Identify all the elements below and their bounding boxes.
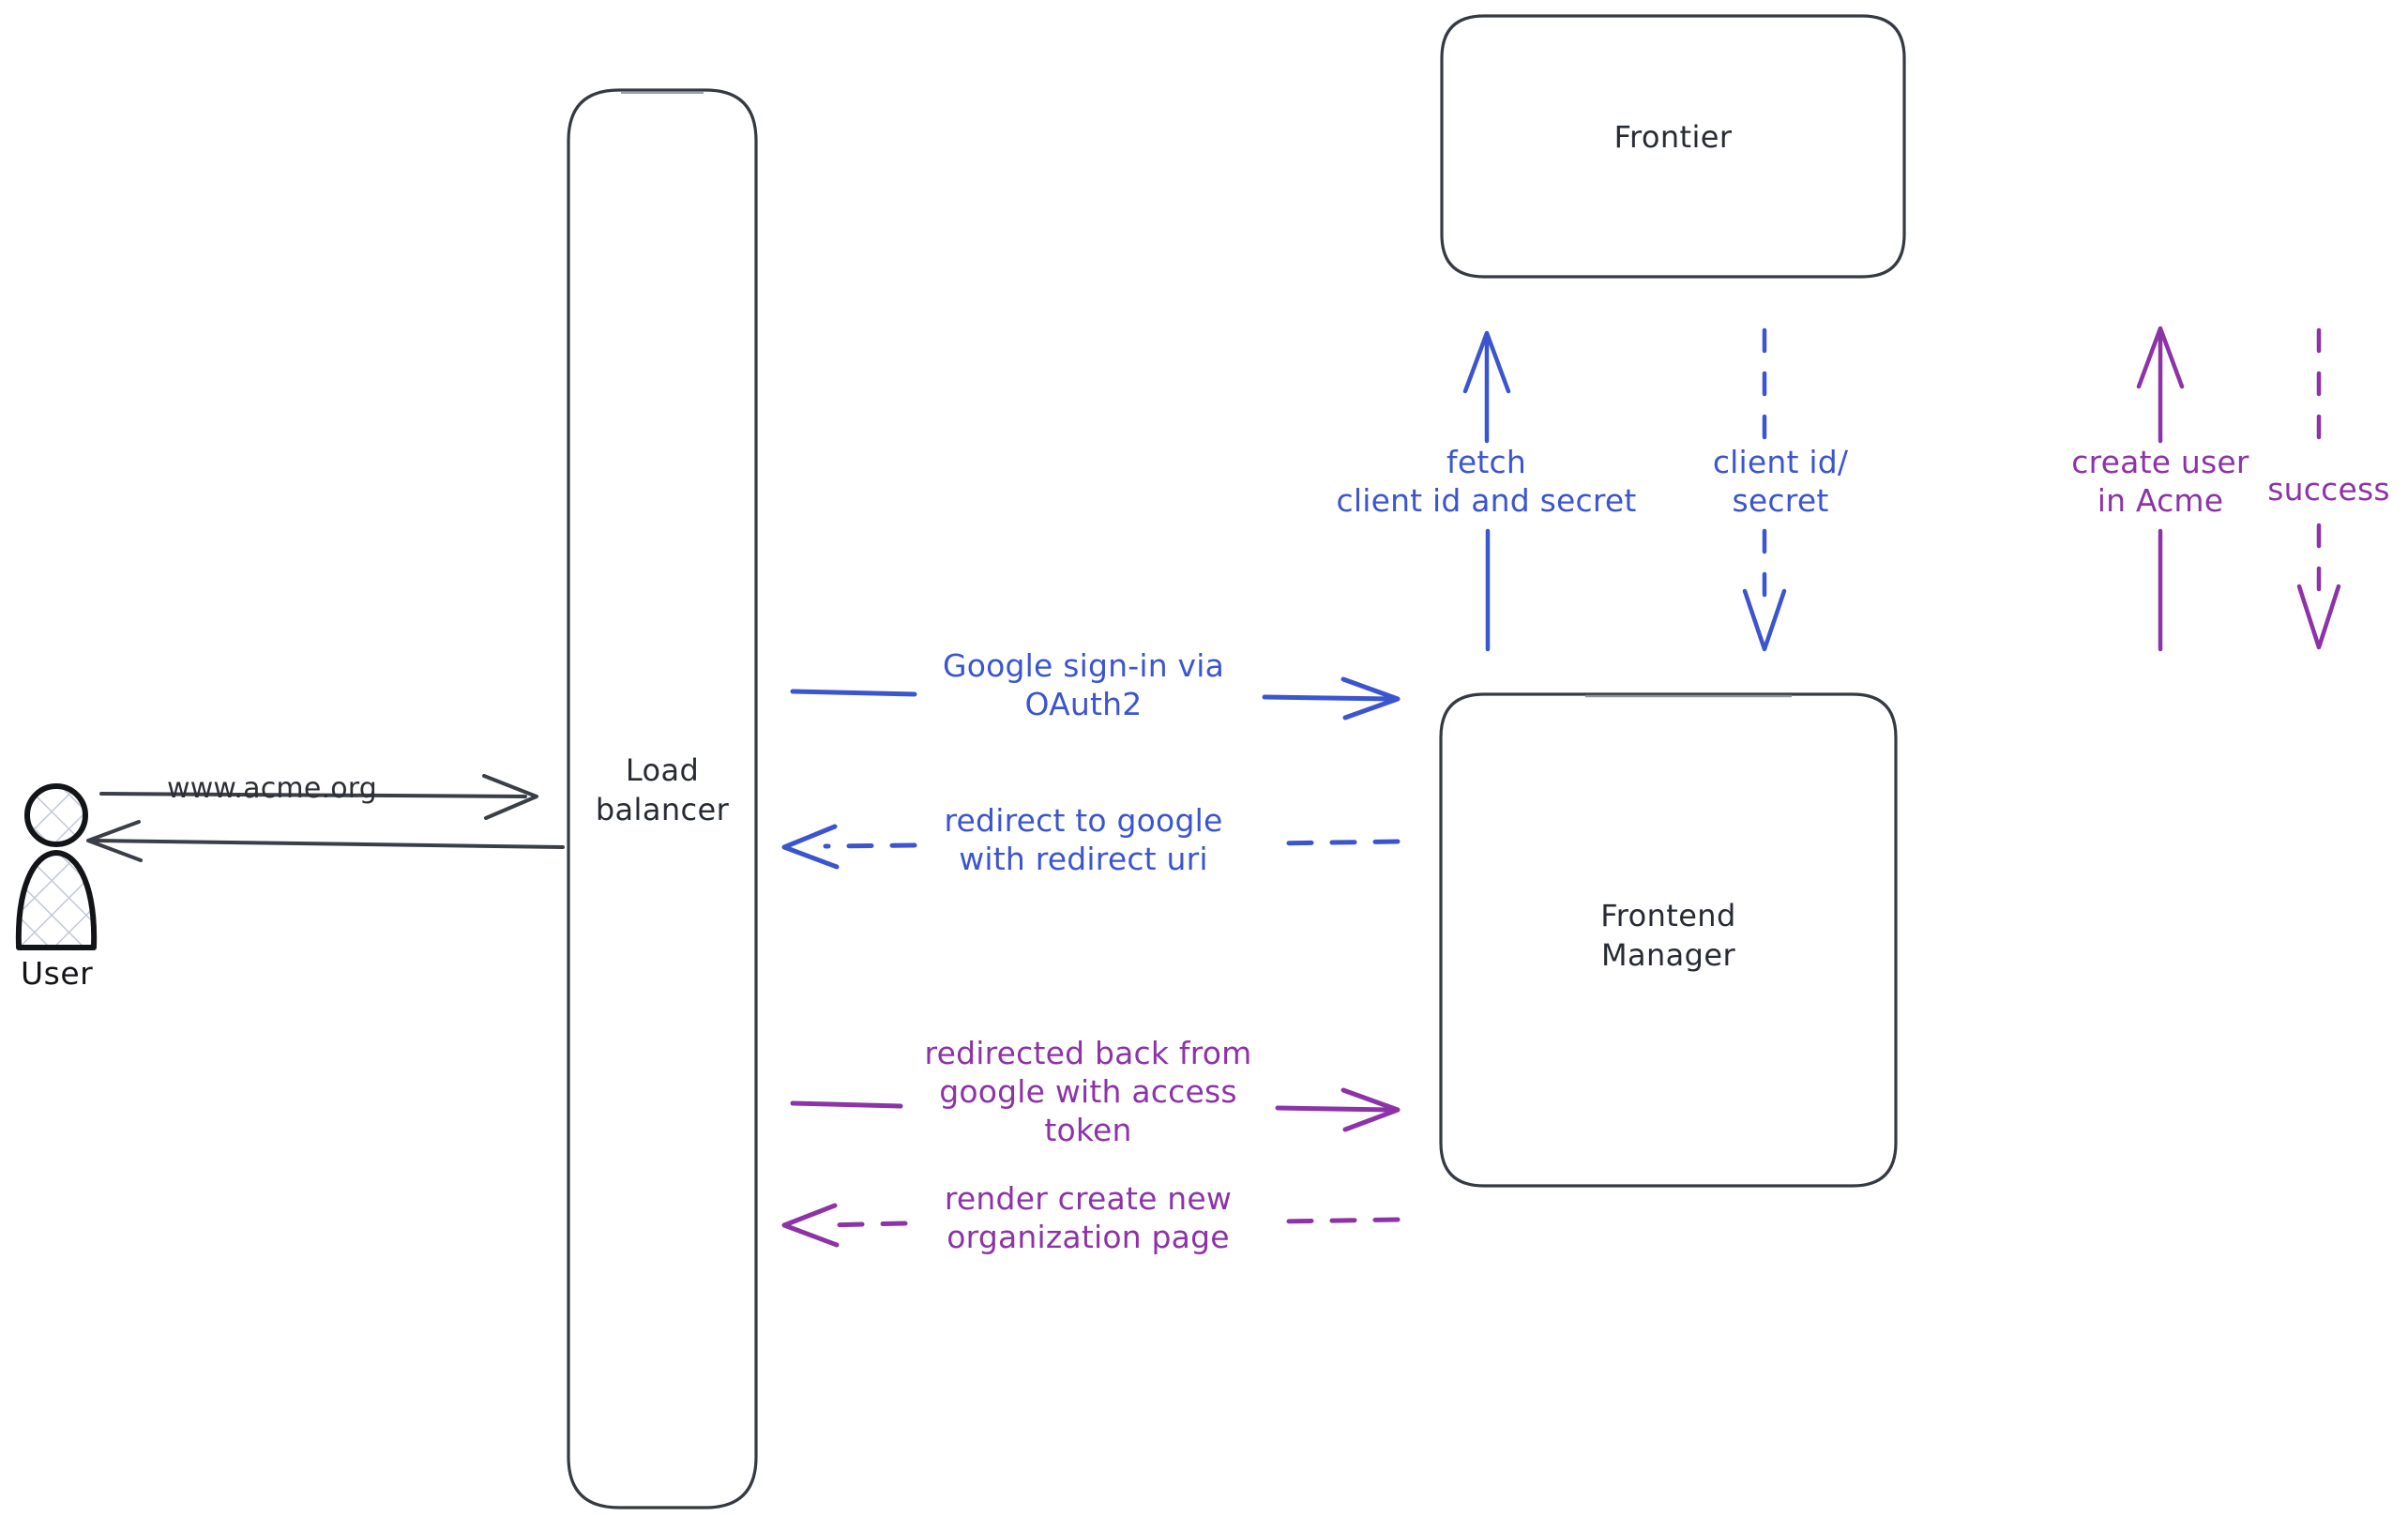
edge-fm-to-lb-redirect xyxy=(781,824,1401,870)
edge-fm-to-frontier-create xyxy=(2136,326,2185,652)
edge-user-to-lb xyxy=(99,774,538,820)
node-frontend-manager[interactable] xyxy=(1439,692,1898,1188)
edge-frontier-to-fm-creds xyxy=(1742,327,1787,652)
edge-lb-to-fm-token xyxy=(790,1087,1401,1132)
edge-lb-to-user xyxy=(86,820,565,862)
actor-user xyxy=(15,783,98,950)
node-frontier[interactable] xyxy=(1440,14,1906,279)
edge-fm-to-lb-render xyxy=(781,1203,1401,1248)
edge-lb-to-fm-signin xyxy=(790,676,1401,720)
node-load-balancer[interactable] xyxy=(567,88,758,1509)
actor-user-label: User xyxy=(21,955,94,992)
edge-frontier-to-fm-success xyxy=(2296,327,2341,650)
edge-fm-to-frontier-fetch xyxy=(1462,330,1511,652)
